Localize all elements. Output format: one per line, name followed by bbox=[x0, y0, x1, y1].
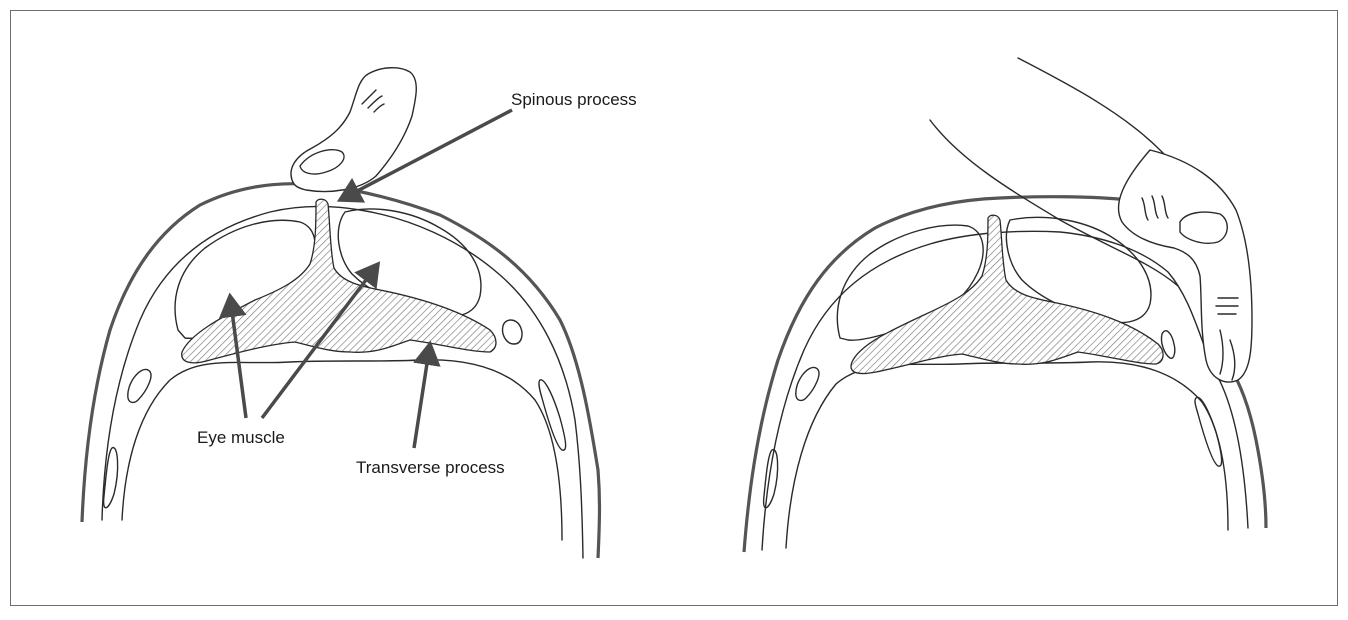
left-cross-section bbox=[82, 184, 600, 558]
right-fat-deposit-3 bbox=[1195, 397, 1222, 466]
label-eye-muscle: Eye muscle bbox=[197, 428, 285, 447]
left-fat-deposit-2 bbox=[503, 320, 522, 344]
right-fat-deposit-4 bbox=[764, 450, 778, 508]
left-skin-outline bbox=[82, 184, 600, 558]
right-body-cavity bbox=[786, 362, 1228, 548]
left-fat-deposit-1 bbox=[128, 369, 151, 402]
left-body-cavity bbox=[122, 360, 562, 540]
label-transverse-process: Transverse process bbox=[356, 458, 505, 477]
right-fat-deposit-1 bbox=[796, 367, 819, 400]
label-spinous-process: Spinous process bbox=[511, 90, 637, 109]
left-finger bbox=[291, 68, 416, 192]
